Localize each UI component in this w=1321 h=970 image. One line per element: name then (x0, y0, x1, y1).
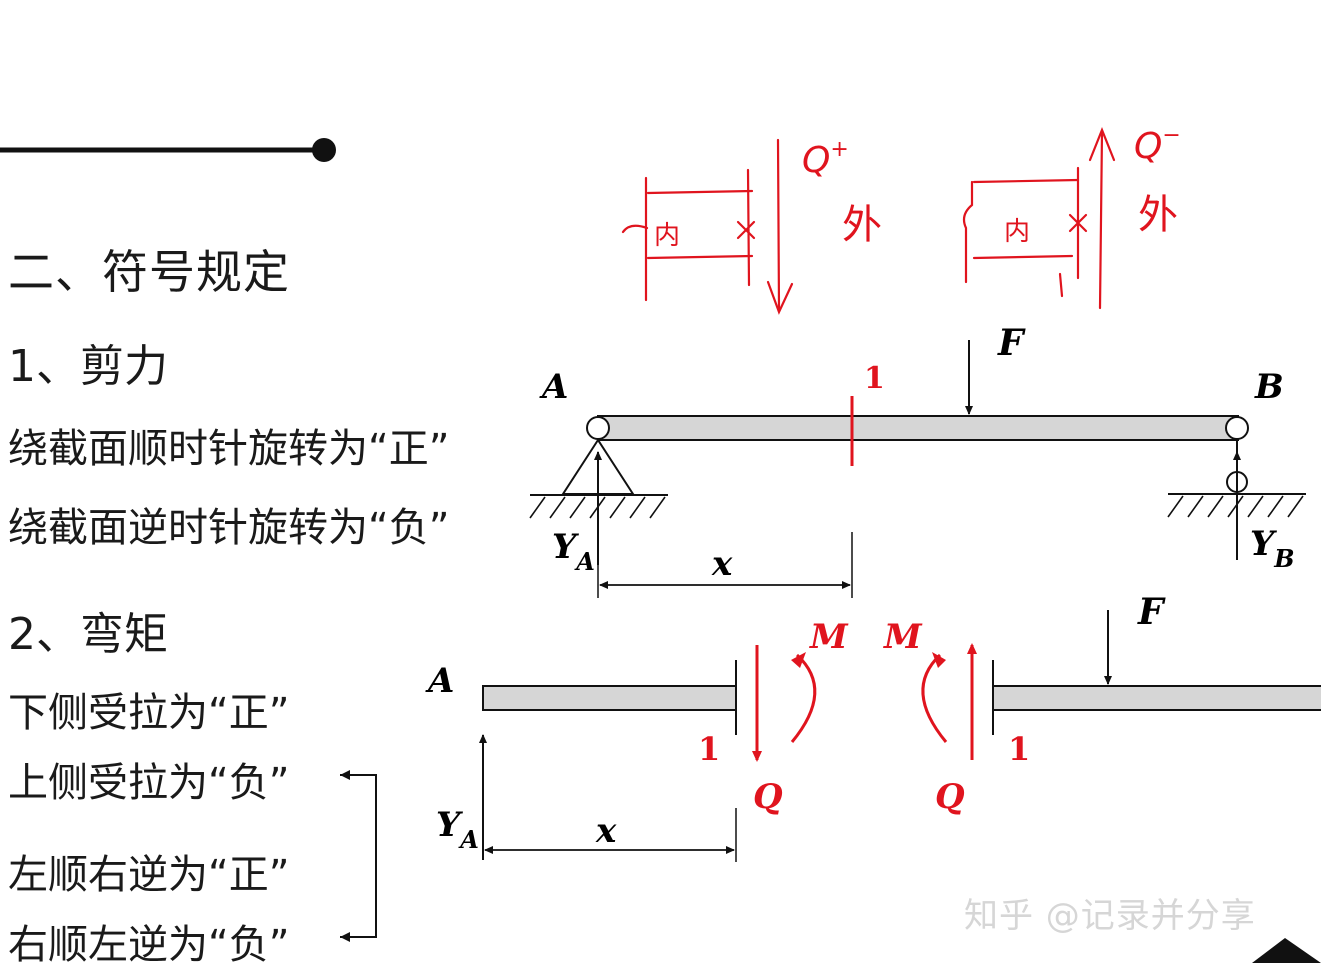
label-distance-x: x (711, 544, 733, 584)
label-moment-left: M (809, 617, 849, 657)
label-shear-right: Q (935, 777, 965, 817)
label-support-a: A (539, 367, 568, 407)
free-body-left (479, 645, 817, 862)
moment-alt-positive: 左顺右逆为“正” (8, 852, 290, 898)
corner-marker (1252, 938, 1321, 963)
section-title: 二、符号规定 (8, 245, 290, 299)
rule-link-bracket (340, 770, 377, 942)
label-support-b: B (1254, 367, 1284, 407)
label-section-1: 1 (864, 361, 885, 396)
hand-q-negative: Q− (1134, 123, 1181, 167)
moment-heading: 2、弯矩 (8, 609, 168, 660)
shear-rule-negative: 绕截面逆时针旋转为“负” (8, 505, 450, 551)
ya-subscript: A (574, 547, 595, 576)
label-shear-left: Q (753, 777, 783, 817)
hand-q-pos-sign: + (830, 137, 848, 162)
shear-rule-positive: 绕截面顺时针旋转为“正” (8, 426, 450, 472)
hand-inner-left: 内 (654, 221, 680, 251)
label-fbd-section-left: 1 (698, 730, 720, 768)
hand-q-positive: Q+ (802, 137, 849, 181)
watermark: 知乎 @记录并分享 (964, 896, 1256, 936)
label-moment-right: M (883, 617, 923, 657)
label-force-f: F (997, 322, 1026, 364)
label-fbd-reaction-ya: YA (436, 805, 479, 854)
label-fbd-distance-x: x (595, 811, 617, 851)
moment-rule-negative: 上侧受拉为“负” (8, 760, 290, 806)
label-reaction-yb: YB (1250, 524, 1295, 573)
hand-q-neg-symbol: Q (1134, 126, 1162, 167)
label-reaction-ya: YA (552, 527, 595, 576)
fbd-ya-symbol: Y (436, 805, 463, 845)
hand-outer-left: 外 (842, 202, 882, 248)
free-body-right (921, 610, 1321, 760)
handwritten-negative-shear (962, 127, 1116, 310)
moment-rule-positive: 下侧受拉为“正” (8, 690, 290, 736)
yb-symbol: Y (1250, 524, 1277, 564)
fbd-ya-subscript: A (458, 825, 479, 854)
label-fbd-a: A (425, 661, 454, 701)
label-fbd-force-f: F (1137, 591, 1166, 633)
slide-divider (0, 138, 336, 162)
hand-q-pos-symbol: Q (802, 140, 830, 181)
hand-inner-right: 内 (1004, 217, 1030, 247)
ya-symbol: Y (552, 527, 579, 567)
yb-subscript: B (1273, 544, 1294, 573)
label-fbd-section-right: 1 (1008, 730, 1030, 768)
shear-heading: 1、剪力 (8, 341, 168, 392)
hand-q-neg-sign: − (1162, 123, 1180, 148)
handwritten-positive-shear (621, 138, 794, 315)
hand-outer-right: 外 (1138, 192, 1178, 238)
moment-alt-negative: 右顺左逆为“负” (8, 922, 290, 968)
simply-supported-beam (529, 340, 1306, 598)
